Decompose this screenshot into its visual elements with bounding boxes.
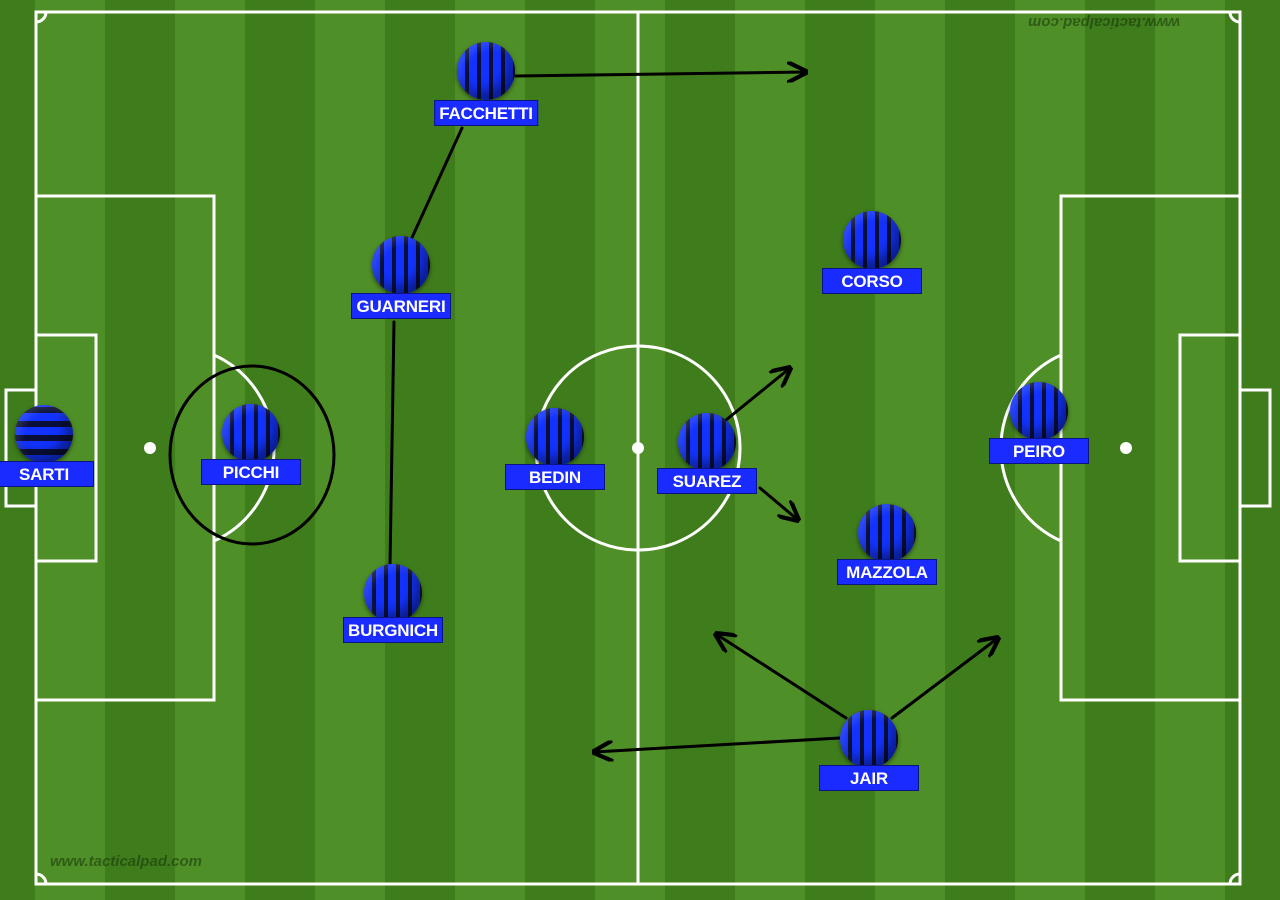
libero-highlight-circle bbox=[168, 364, 336, 546]
player-jair[interactable]: JAIR bbox=[809, 710, 929, 800]
player-guarneri[interactable]: GUARNERI bbox=[341, 236, 461, 326]
player-shirt-icon bbox=[372, 236, 430, 294]
player-name-label: SUAREZ bbox=[657, 468, 757, 494]
defensive-link-facchetti-guarneri bbox=[408, 126, 464, 244]
player-shirt-icon bbox=[858, 504, 916, 562]
player-name-label: SARTI bbox=[0, 461, 94, 487]
player-bedin[interactable]: BEDIN bbox=[495, 408, 615, 498]
jair-arrow-left bbox=[594, 736, 842, 752]
player-shirt-icon bbox=[457, 42, 515, 100]
player-sarti[interactable]: SARTI bbox=[0, 405, 104, 495]
suarez-arrow-down bbox=[758, 486, 798, 520]
player-facchetti[interactable]: FACCHETTI bbox=[426, 42, 546, 132]
player-corso[interactable]: CORSO bbox=[812, 211, 932, 301]
centre-spot bbox=[632, 442, 644, 454]
pitch-spots bbox=[144, 442, 1132, 454]
player-shirt-icon bbox=[222, 404, 280, 462]
tactical-lines bbox=[168, 72, 998, 752]
player-name-label: FACCHETTI bbox=[434, 100, 538, 126]
corner-arc-bl bbox=[35, 872, 48, 885]
watermark-top-mirrored: www.tacticalpad.com bbox=[1028, 14, 1180, 31]
player-name-label: JAIR bbox=[819, 765, 919, 791]
player-shirt-icon bbox=[526, 408, 584, 466]
jair-arrow-up-right bbox=[890, 638, 998, 720]
player-name-label: GUARNERI bbox=[351, 293, 451, 319]
player-shirt-icon bbox=[1010, 382, 1068, 440]
player-picchi[interactable]: PICCHI bbox=[191, 404, 311, 494]
facchetti-overlap-arrow bbox=[514, 72, 806, 76]
player-shirt-icon bbox=[843, 211, 901, 269]
player-name-label: PEIRO bbox=[989, 438, 1089, 464]
right-goal bbox=[1238, 388, 1272, 508]
watermark-bottom: www.tacticalpad.com bbox=[50, 853, 202, 870]
defensive-link-guarneri-burgnich bbox=[388, 320, 396, 568]
player-shirt-icon bbox=[840, 710, 898, 768]
player-name-label: CORSO bbox=[822, 268, 922, 294]
player-name-label: PICCHI bbox=[201, 459, 301, 485]
player-shirt-icon bbox=[364, 564, 422, 622]
player-name-label: BEDIN bbox=[505, 464, 605, 490]
player-name-label: MAZZOLA bbox=[837, 559, 937, 585]
corner-arc-br bbox=[1228, 872, 1241, 885]
corner-arc-tr bbox=[1228, 11, 1241, 24]
player-peiro[interactable]: PEIRO bbox=[979, 382, 1099, 472]
player-shirt-icon bbox=[15, 405, 73, 463]
corner-arc-tl bbox=[35, 11, 48, 24]
player-shirt-icon bbox=[678, 413, 736, 471]
left-penalty-spot bbox=[144, 442, 156, 454]
player-mazzola[interactable]: MAZZOLA bbox=[827, 504, 947, 594]
player-suarez[interactable]: SUAREZ bbox=[647, 413, 767, 503]
player-name-label: BURGNICH bbox=[342, 617, 444, 643]
jair-arrow-up-left bbox=[716, 634, 848, 720]
right-penalty-spot bbox=[1120, 442, 1132, 454]
suarez-arrow-up bbox=[724, 368, 790, 422]
player-burgnich[interactable]: BURGNICH bbox=[333, 564, 453, 654]
